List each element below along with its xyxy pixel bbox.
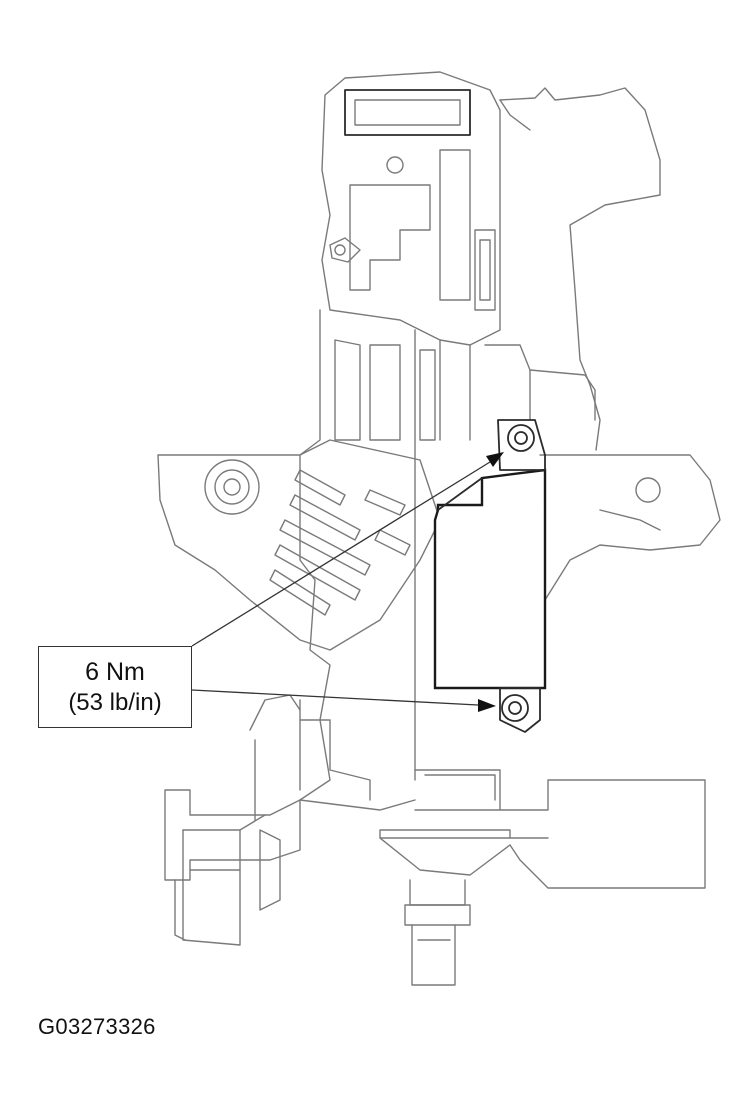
upper-bolt	[507, 424, 535, 452]
figure-id-label: G03273326	[38, 1014, 156, 1039]
torque-imperial-label: (53 lb/in)	[68, 689, 162, 716]
lower-left-bracket	[164, 789, 301, 946]
right-housing-shell	[499, 87, 661, 451]
lower-right-housing	[499, 779, 706, 889]
torque-metric-label: 6 Nm	[85, 658, 145, 686]
mounting-bracket	[157, 439, 441, 651]
lower-bolt	[501, 694, 529, 722]
upper-column-housing	[321, 71, 501, 346]
right-bracket	[539, 454, 721, 601]
leader-line-lower	[191, 689, 496, 712]
lower-column	[249, 694, 511, 986]
torque-spec-callout: 6 Nm (53 lb/in)	[38, 646, 192, 728]
electronic-module	[433, 419, 547, 733]
leader-line-upper	[191, 452, 504, 647]
column-body	[299, 309, 596, 801]
